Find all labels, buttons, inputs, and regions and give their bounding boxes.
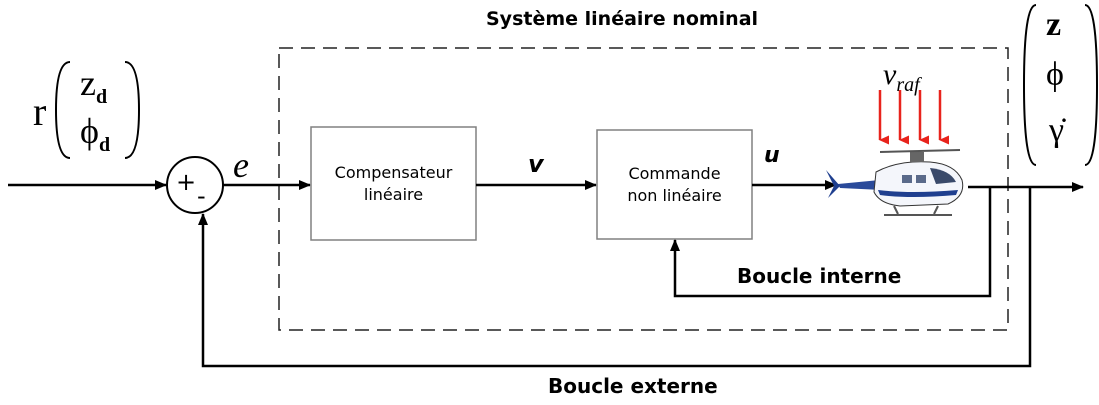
output-component-gamma-dot: γ̇: [1049, 112, 1065, 149]
inner-loop-label: Boucle interne: [737, 264, 902, 288]
disturbance-label: vraf: [883, 58, 920, 96]
compensator-label: Compensateur linéaire: [334, 162, 453, 204]
nominal-system-boundary: [278, 47, 1009, 331]
diagram-title: Système linéaire nominal: [486, 8, 759, 30]
nonlinear-control-block: [596, 129, 753, 240]
nonlinear-control-label: Commande non linéaire: [627, 163, 722, 205]
output-component-phi: ϕ: [1046, 56, 1064, 93]
control-signal-label: u: [764, 143, 780, 168]
helicopter-icon: [826, 149, 964, 216]
inner-loop-line: [670, 187, 992, 298]
junction-minus-sign: -: [197, 182, 206, 210]
input-right-bracket: [124, 61, 141, 159]
input-component-1: zd: [80, 63, 108, 109]
input-component-2: ϕd: [80, 111, 111, 157]
outer-loop-line: [198, 187, 1032, 368]
compensator-block: [310, 126, 477, 241]
outer-loop-label: Boucle externe: [548, 374, 718, 398]
input-left-bracket: [54, 61, 71, 159]
input-symbol: r: [33, 89, 47, 134]
error-signal-label: e: [233, 145, 249, 185]
output-right-bracket: [1084, 4, 1099, 166]
output-component-z: z: [1046, 6, 1062, 43]
virtual-control-label: v: [528, 150, 544, 178]
junction-plus-sign: +: [176, 168, 197, 196]
output-left-bracket: [1022, 4, 1037, 166]
